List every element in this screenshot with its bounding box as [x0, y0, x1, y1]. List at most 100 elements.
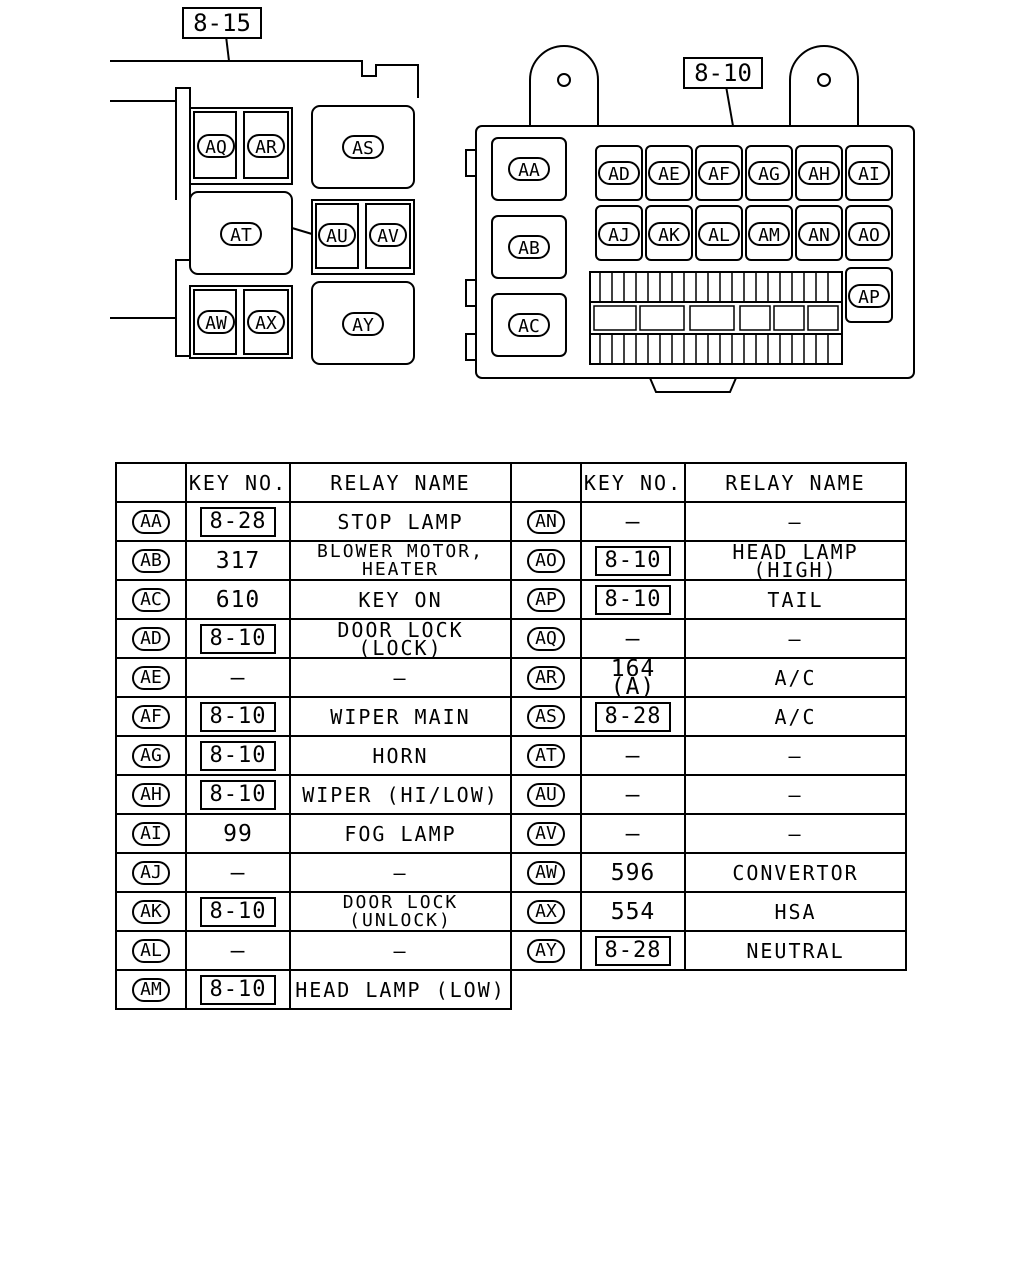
relay-aa-label: AA	[508, 157, 550, 181]
svg-text:AX: AX	[255, 313, 277, 334]
svg-text:AU: AU	[326, 226, 348, 247]
empty-cell	[511, 970, 581, 1009]
relay-code-label: AC	[132, 587, 170, 612]
header-code-blank	[510, 462, 582, 503]
relay-code-cell: AG	[115, 735, 187, 776]
key-no-value: 99	[223, 820, 253, 847]
relay-code-label: AA	[132, 509, 170, 534]
relay-name-cell: STOP LAMP	[289, 501, 512, 542]
key-no-cell: 8-10	[185, 891, 291, 932]
relay-ay-label: AY	[342, 312, 384, 336]
relay-code-cell: AR	[510, 657, 582, 698]
key-no-cell: 8-10	[185, 735, 291, 776]
relay-name-cell: FOG LAMP	[289, 813, 512, 854]
svg-text:AR: AR	[255, 137, 277, 158]
relay-name-cell: —	[684, 813, 907, 854]
relay-name-cell: TAIL	[684, 579, 907, 620]
svg-text:AV: AV	[377, 226, 399, 247]
key-ref-box: 8-28	[594, 701, 672, 732]
relay-ar-label: AR	[247, 134, 285, 158]
svg-text:AF: AF	[708, 164, 730, 185]
key-no-cell: 317	[185, 540, 291, 581]
empty-cell	[685, 970, 906, 1009]
relay-name-cell: NEUTRAL	[684, 930, 907, 971]
relay-code-cell: AL	[115, 930, 187, 971]
svg-text:AN: AN	[808, 225, 830, 246]
key-ref-box: 8-10	[199, 896, 277, 927]
relay-code-cell: AV	[510, 813, 582, 854]
relay-name-cell: WIPER MAIN	[289, 696, 512, 737]
svg-text:AK: AK	[658, 225, 680, 246]
relay-name-cell: WIPER (HI/LOW)	[289, 774, 512, 815]
key-ref-box: 8-10	[199, 974, 277, 1005]
key-no-cell: 8-28	[185, 501, 291, 542]
ref-label-8-10: 8-10	[683, 57, 763, 89]
key-no-cell: —	[580, 501, 686, 542]
relay-name-cell: DOOR LOCK (LOCK)	[289, 618, 512, 659]
header-key-no: KEY NO.	[580, 462, 686, 503]
key-no-cell: 8-10	[185, 696, 291, 737]
relay-ak-label: AK	[648, 222, 690, 246]
svg-text:AC: AC	[518, 316, 540, 337]
svg-text:AW: AW	[205, 313, 227, 334]
relay-code-label: AI	[132, 821, 170, 846]
svg-text:AP: AP	[858, 287, 880, 308]
key-no-value: 610	[215, 586, 261, 613]
svg-text:AS: AS	[352, 138, 374, 159]
key-no-cell: 8-10	[185, 969, 291, 1010]
relay-key-table: KEY NO. RELAY NAME KEY NO. RELAY NAME AA…	[115, 462, 907, 1010]
relay-code-cell: AY	[510, 930, 582, 971]
relay-aj-label: AJ	[598, 222, 640, 246]
relay-code-label: AG	[132, 743, 170, 768]
relay-ao-label: AO	[848, 222, 890, 246]
relay-code-cell: AF	[115, 696, 187, 737]
relay-code-cell: AJ	[115, 852, 187, 893]
relay-code-label: AK	[132, 899, 170, 924]
key-ref-box: 8-28	[199, 506, 277, 537]
key-no-value: 554	[610, 898, 656, 925]
empty-cell	[581, 970, 685, 1009]
relay-code-label: AJ	[132, 860, 170, 885]
svg-text:8-15: 8-15	[193, 9, 251, 37]
relay-av-label: AV	[369, 223, 407, 247]
relay-code-cell: AB	[115, 540, 187, 581]
relay-code-cell: AX	[510, 891, 582, 932]
key-no-cell: 164 (A)	[580, 657, 686, 698]
relay-code-label: AF	[132, 704, 170, 729]
relay-code-cell: AK	[115, 891, 187, 932]
relay-name-cell: —	[684, 618, 907, 659]
svg-text:AG: AG	[758, 164, 780, 185]
relay-code-cell: AN	[510, 501, 582, 542]
relay-aw-label: AW	[197, 310, 235, 334]
relay-ai-label: AI	[848, 161, 890, 185]
key-no-cell: —	[580, 618, 686, 659]
key-no-value: —	[625, 508, 641, 535]
relay-code-label: AS	[527, 704, 565, 729]
key-no-cell: —	[580, 813, 686, 854]
relay-code-label: AR	[527, 665, 565, 690]
relay-code-label: AL	[132, 938, 170, 963]
key-no-value: —	[230, 937, 246, 964]
relay-name-cell: DOOR LOCK(UNLOCK)	[289, 891, 512, 932]
key-ref-box: 8-10	[594, 584, 672, 615]
relay-name-cell: BLOWER MOTOR,HEATER	[289, 540, 512, 581]
svg-text:AY: AY	[352, 315, 374, 336]
relay-al-label: AL	[698, 222, 740, 246]
svg-text:AM: AM	[758, 225, 780, 246]
relay-ag-label: AG	[748, 161, 790, 185]
relay-aq-label: AQ	[197, 134, 235, 158]
key-no-cell: 8-10	[185, 774, 291, 815]
header-relay-name: RELAY NAME	[289, 462, 512, 503]
header-code-blank	[115, 462, 187, 503]
key-no-cell: —	[185, 930, 291, 971]
key-ref-box: 8-10	[199, 623, 277, 654]
svg-text:AA: AA	[518, 160, 540, 181]
relay-code-cell: AP	[510, 579, 582, 620]
header-relay-name: RELAY NAME	[684, 462, 907, 503]
svg-text:AB: AB	[518, 238, 540, 259]
